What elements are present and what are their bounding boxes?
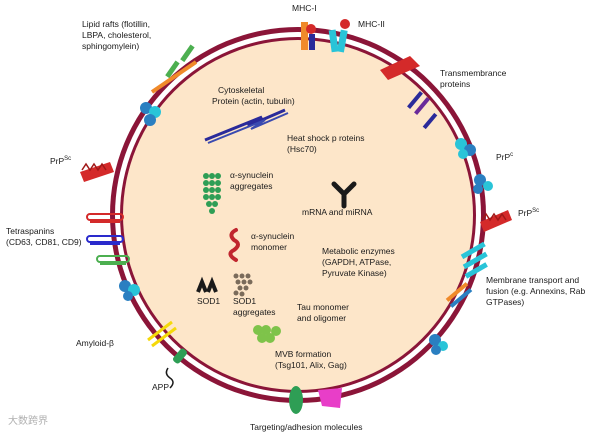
alpha-synuclein-aggregates-icon [203,173,221,214]
heat-shock-label: Heat shock p roteins (Hsc70) [287,133,367,154]
prpsc-left-icon [80,162,114,182]
mhc2-icon [328,19,350,53]
exosome-membrane [110,27,486,403]
prpsc-left-label: PrPSc [50,156,71,166]
mrna-icon [331,181,357,209]
membrane-transport-icon [445,241,488,308]
membrane-transport-label: Membrane transport and fusion (e.g. Anne… [486,275,588,307]
amyloid-icon [147,320,177,348]
prpc-icon [455,138,476,159]
alpha-syn-aggregates-label: α-synuclein aggregates [230,170,276,191]
app-icon [165,348,187,389]
cytoskeletal-label: Cytoskeletal Protein (actin, tubulin) [212,85,295,106]
alpha-synuclein-monomer-icon [228,228,240,262]
transmembrane-icon [380,56,438,130]
prp-blue-icon [140,102,161,126]
alpha-syn-monomer-label: α-synuclein monomer [251,231,297,252]
watermark: 大数跨界 [8,414,48,427]
app-label: APP [152,382,169,392]
mhc1-label: MHC-I [292,3,317,13]
lipid-raft-icon [150,44,198,94]
tetraspanins-label: Tetraspanins (CD63, CD81, CD9) [6,226,82,247]
mvb-icon [253,325,281,343]
lipid-rafts-label: Lipid rafts (flotillin, LBPA, cholestero… [82,19,154,51]
tau-label: Tau monomer and oligomer [297,302,351,323]
amyloid-beta-label: Amyloid-β [76,338,114,348]
prpsc-right-icon [480,210,512,232]
targeting-label: Targeting/adhesion molecules [250,422,362,432]
metabolic-enzymes-label: Metabolic enzymes (GAPDH, ATPase, Pyruva… [322,246,397,278]
transmembrane-label: Transmembrance proteins [440,68,509,89]
protein-teal-icon [429,334,448,355]
cytoskeletal-filament-icon [204,108,289,144]
prpc-label: PrPc [496,152,513,162]
prp-blue-icon-right [473,174,493,194]
mvb-label: MVB formation (Tsg101, Alix, Gag) [275,349,347,370]
sod1-label: SOD1 [197,296,220,306]
adhesion-molecule-icon [289,386,342,414]
mhc2-label: MHC-II [358,19,385,29]
sod1-aggregates-icon [233,273,253,297]
sod1-icon [196,276,218,293]
prp-blue-icon-left [119,280,140,301]
tetraspanin-icon [86,213,130,265]
mrna-label: mRNA and miRNA [302,207,373,217]
prpsc-right-label: PrPSc [518,208,539,218]
sod1-aggregates-label: SOD1 aggregates [233,296,276,317]
mhc1-icon [301,22,316,50]
